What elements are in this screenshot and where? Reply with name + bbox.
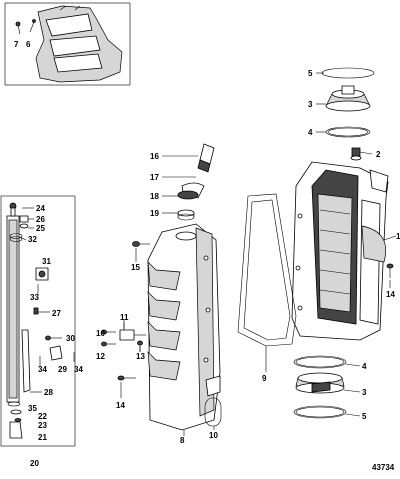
heat-exchanger-body [291, 161, 389, 341]
callout-8: 8 [180, 436, 185, 445]
callout-15: 15 [131, 263, 140, 272]
callout-7: 7 [14, 40, 19, 49]
manifold-body [147, 223, 221, 431]
sensor-11 [119, 320, 146, 341]
callout-28: 28 [44, 388, 53, 397]
callout-18: 18 [150, 192, 159, 201]
callout-3-bottom: 3 [362, 388, 367, 397]
callout-14-right: 14 [386, 290, 395, 299]
callout-33: 33 [30, 293, 39, 302]
callout-3-top: 3 [308, 100, 313, 109]
oring-10 [204, 397, 222, 427]
callout-26: 26 [36, 215, 45, 224]
callout-30: 30 [66, 334, 75, 343]
leader-lines [21, 72, 397, 436]
screws-12 [101, 329, 116, 347]
fitting-stack [177, 143, 215, 221]
callout-23: 23 [38, 421, 47, 430]
callout-2: 2 [376, 150, 381, 159]
callout-13: 13 [136, 352, 145, 361]
callout-20: 20 [30, 459, 39, 468]
callout-34-right: 34 [74, 365, 83, 374]
callout-4-top: 4 [308, 128, 313, 137]
screw-lower [117, 375, 136, 381]
callout-14-lower: 14 [116, 401, 125, 410]
callout-5-top: 5 [308, 69, 313, 78]
callout-31: 31 [42, 257, 51, 266]
callout-12: 12 [96, 352, 105, 361]
callout-11: 11 [120, 313, 129, 322]
cap-assembly-top [321, 67, 375, 138]
small-cap-part [350, 147, 362, 161]
callout-34-left: 34 [38, 365, 47, 374]
fuel-rail-inset [0, 195, 76, 447]
callout-35: 35 [28, 404, 37, 413]
gasket-part [237, 193, 297, 347]
callout-10-left: 10 [96, 329, 105, 338]
callout-32: 32 [28, 235, 37, 244]
callout-25: 25 [36, 224, 45, 233]
callout-21: 21 [38, 433, 47, 442]
callout-10-right: 10 [209, 431, 218, 440]
callout-5-bottom: 5 [362, 412, 367, 421]
callout-19: 19 [150, 209, 159, 218]
callout-labels: 5 3 4 2 1 14 16 17 18 19 15 24 26 25 32 … [14, 40, 400, 468]
callout-24: 24 [36, 204, 45, 213]
callout-1: 1 [396, 232, 400, 241]
callout-9: 9 [262, 374, 267, 383]
screw-right [386, 263, 394, 278]
callout-16: 16 [150, 152, 159, 161]
locator-inset [4, 2, 131, 86]
callout-4-bottom: 4 [362, 362, 367, 371]
callout-27: 27 [52, 309, 61, 318]
cap-assembly-bottom [293, 355, 347, 419]
callout-22: 22 [38, 412, 47, 421]
callout-29: 29 [58, 365, 67, 374]
figure-number: 43734 [372, 463, 395, 472]
screw-15 [132, 241, 150, 247]
callout-6: 6 [26, 40, 31, 49]
callout-17: 17 [150, 173, 159, 182]
